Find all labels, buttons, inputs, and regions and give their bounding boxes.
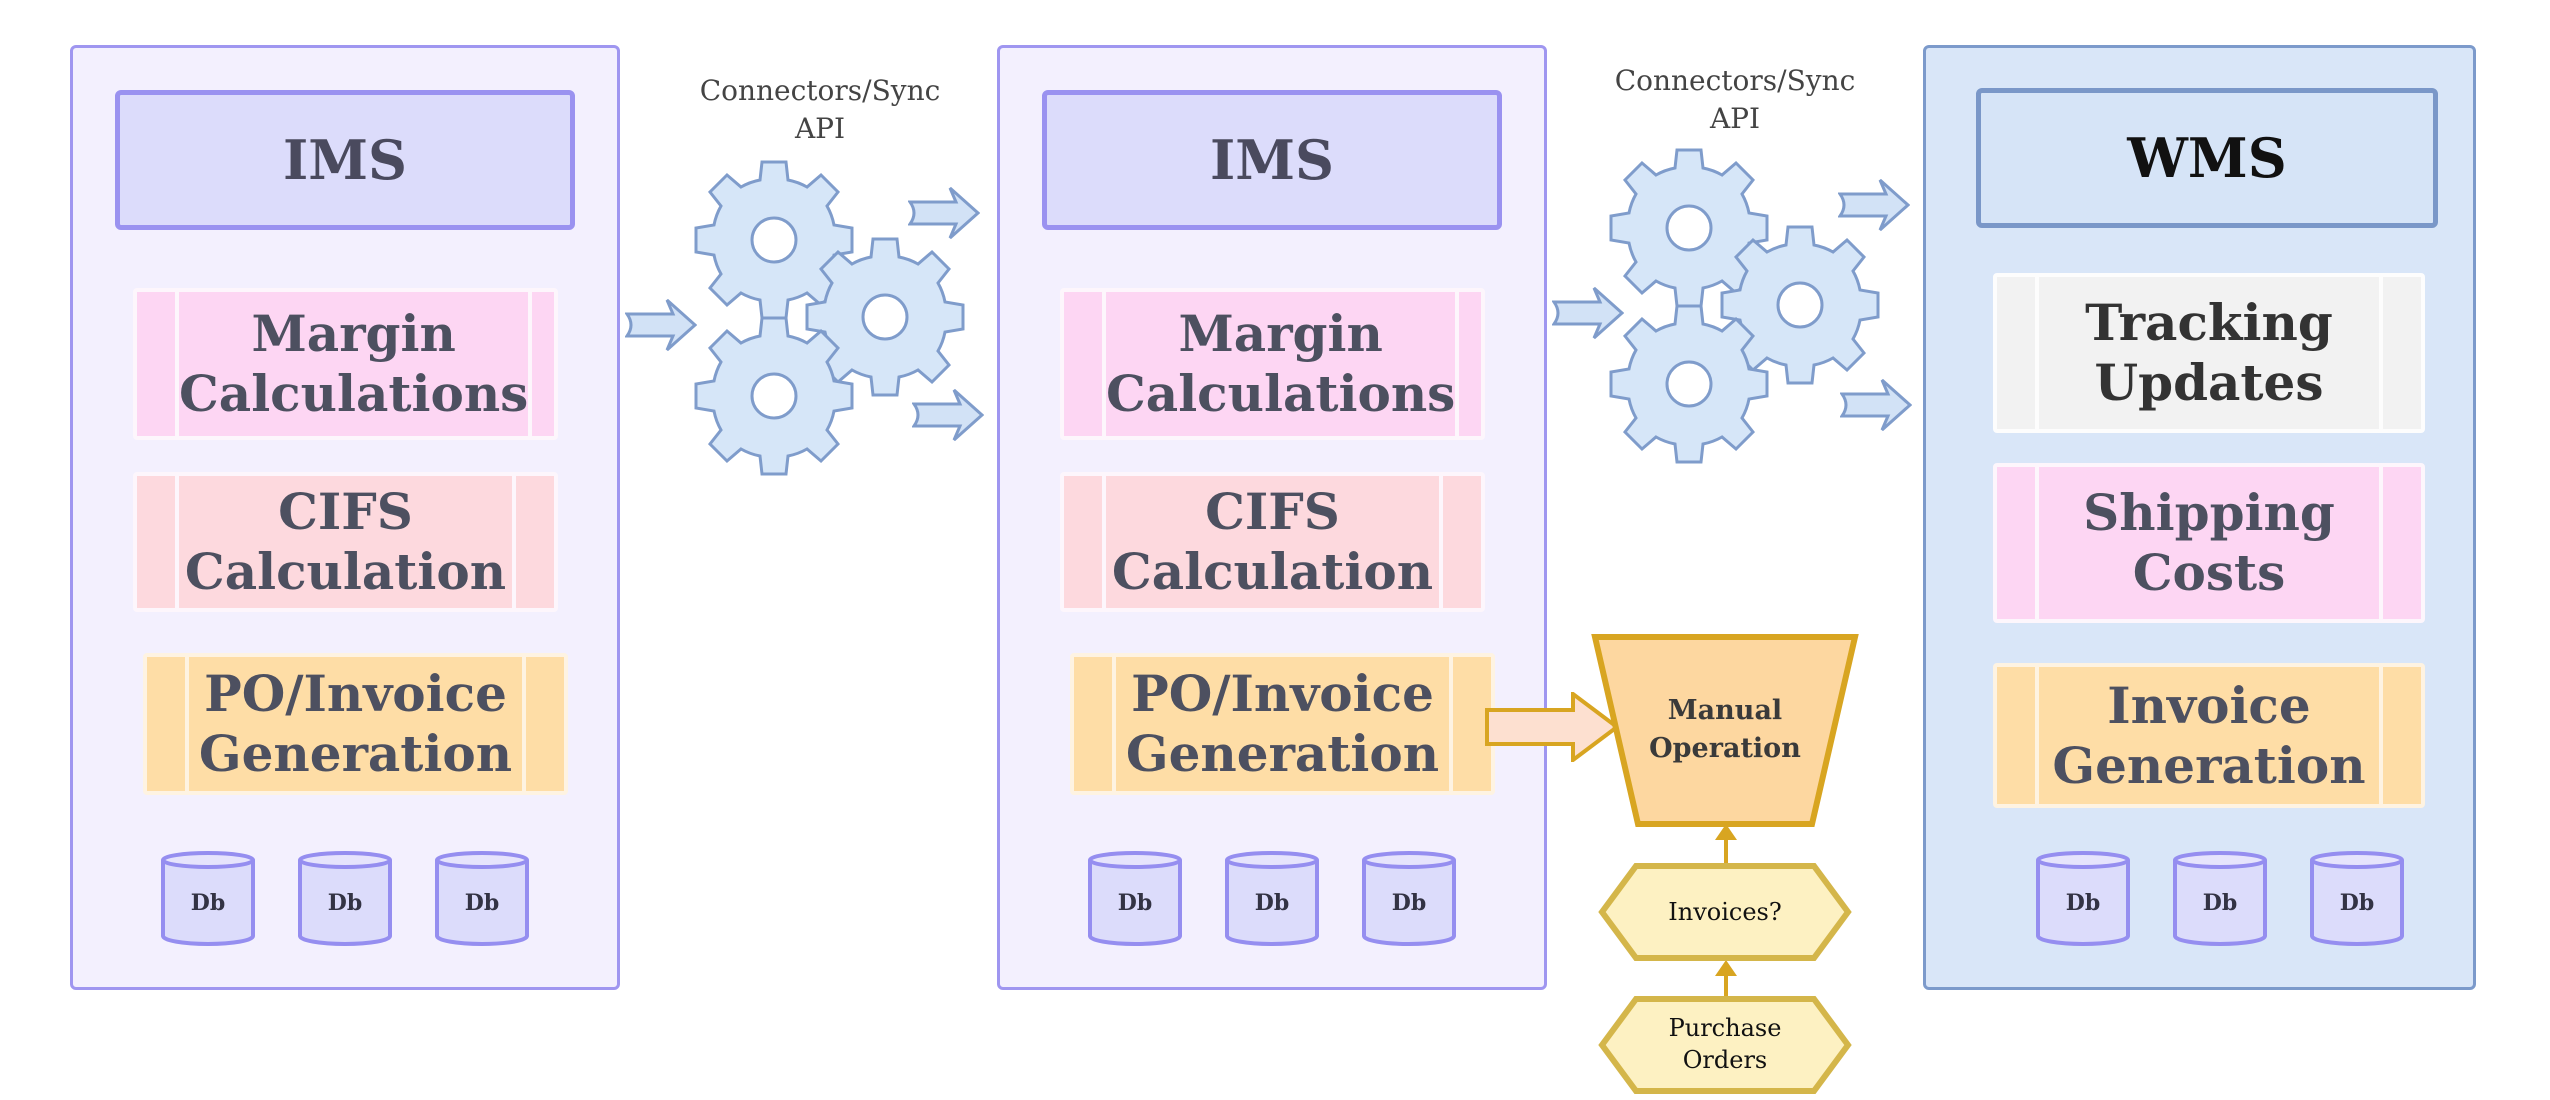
shipping-costs-box: Shipping Costs <box>1993 463 2425 623</box>
arrow-right-icon <box>1552 286 1624 340</box>
manual-operation-label: Manual Operation <box>1649 695 1801 764</box>
connector-label-line1: Connectors/Sync <box>699 74 941 107</box>
po-invoice-generation-label: PO/Invoice Generation <box>185 657 526 791</box>
po-invoice-generation-box-2: PO/Invoice Generation <box>1070 653 1495 795</box>
cifs-calculation-box-1: CIFS Calculation <box>133 472 558 612</box>
connector-label-2: Connectors/Sync API <box>1605 62 1865 138</box>
database-label: Db <box>1254 890 1290 916</box>
gears-icon <box>1609 148 1880 464</box>
gears-icon <box>694 160 965 476</box>
po-invoice-generation-label: PO/Invoice Generation <box>1112 657 1453 791</box>
margin-calculations-box-2: Margin Calculations <box>1060 288 1485 440</box>
cifs-calculation-label: CIFS Calculation <box>1102 476 1443 608</box>
wms-header: WMS <box>1976 88 2438 228</box>
arrow-right-icon <box>625 298 697 352</box>
invoice-generation-label: Invoice Generation <box>2035 667 2383 804</box>
database-label: Db <box>1117 890 1153 916</box>
arrow-right-icon <box>1838 178 1910 232</box>
margin-calculations-label: Margin Calculations <box>175 292 533 436</box>
database-icon: Db <box>160 850 256 946</box>
ims-header-2: IMS <box>1042 90 1502 230</box>
margin-calculations-label: Margin Calculations <box>1102 292 1460 436</box>
arrow-right-icon <box>1840 378 1912 432</box>
database-icon: Db <box>1224 850 1320 946</box>
purchase-orders-shape <box>1598 996 1852 1094</box>
invoices-label: Invoices? <box>1668 898 1782 926</box>
manual-operation-shape <box>1591 634 1859 827</box>
po-invoice-generation-box-1: PO/Invoice Generation <box>143 653 568 795</box>
connector-label-line2: API <box>794 112 846 145</box>
database-icon: Db <box>2309 850 2405 946</box>
database-label: Db <box>1391 890 1427 916</box>
database-label: Db <box>190 890 226 916</box>
arrow-up-icon <box>1715 824 1737 864</box>
connector-label-line1: Connectors/Sync <box>1614 64 1856 97</box>
database-label: Db <box>2339 890 2375 916</box>
tracking-updates-box: Tracking Updates <box>1993 273 2425 433</box>
database-label: Db <box>2202 890 2238 916</box>
database-label: Db <box>464 890 500 916</box>
database-label: Db <box>2065 890 2101 916</box>
invoice-generation-box: Invoice Generation <box>1993 663 2425 808</box>
invoices-decision-shape <box>1598 863 1852 961</box>
connector-label-1: Connectors/Sync API <box>690 72 950 148</box>
arrow-right-icon <box>1485 692 1620 762</box>
margin-calculations-box-1: Margin Calculations <box>133 288 558 440</box>
cifs-calculation-label: CIFS Calculation <box>175 476 516 608</box>
arrow-up-icon <box>1715 960 1737 996</box>
connector-label-line2: API <box>1709 102 1761 135</box>
database-icon: Db <box>2035 850 2131 946</box>
tracking-updates-label: Tracking Updates <box>2035 277 2383 429</box>
database-icon: Db <box>434 850 530 946</box>
database-icon: Db <box>1087 850 1183 946</box>
database-icon: Db <box>1361 850 1457 946</box>
arrow-right-icon <box>912 388 984 442</box>
database-label: Db <box>327 890 363 916</box>
database-icon: Db <box>297 850 393 946</box>
shipping-costs-label: Shipping Costs <box>2035 467 2383 619</box>
purchase-orders-label: Purchase Orders <box>1668 1014 1782 1074</box>
cifs-calculation-box-2: CIFS Calculation <box>1060 472 1485 612</box>
arrow-right-icon <box>908 186 980 240</box>
database-icon: Db <box>2172 850 2268 946</box>
ims-header-1: IMS <box>115 90 575 230</box>
